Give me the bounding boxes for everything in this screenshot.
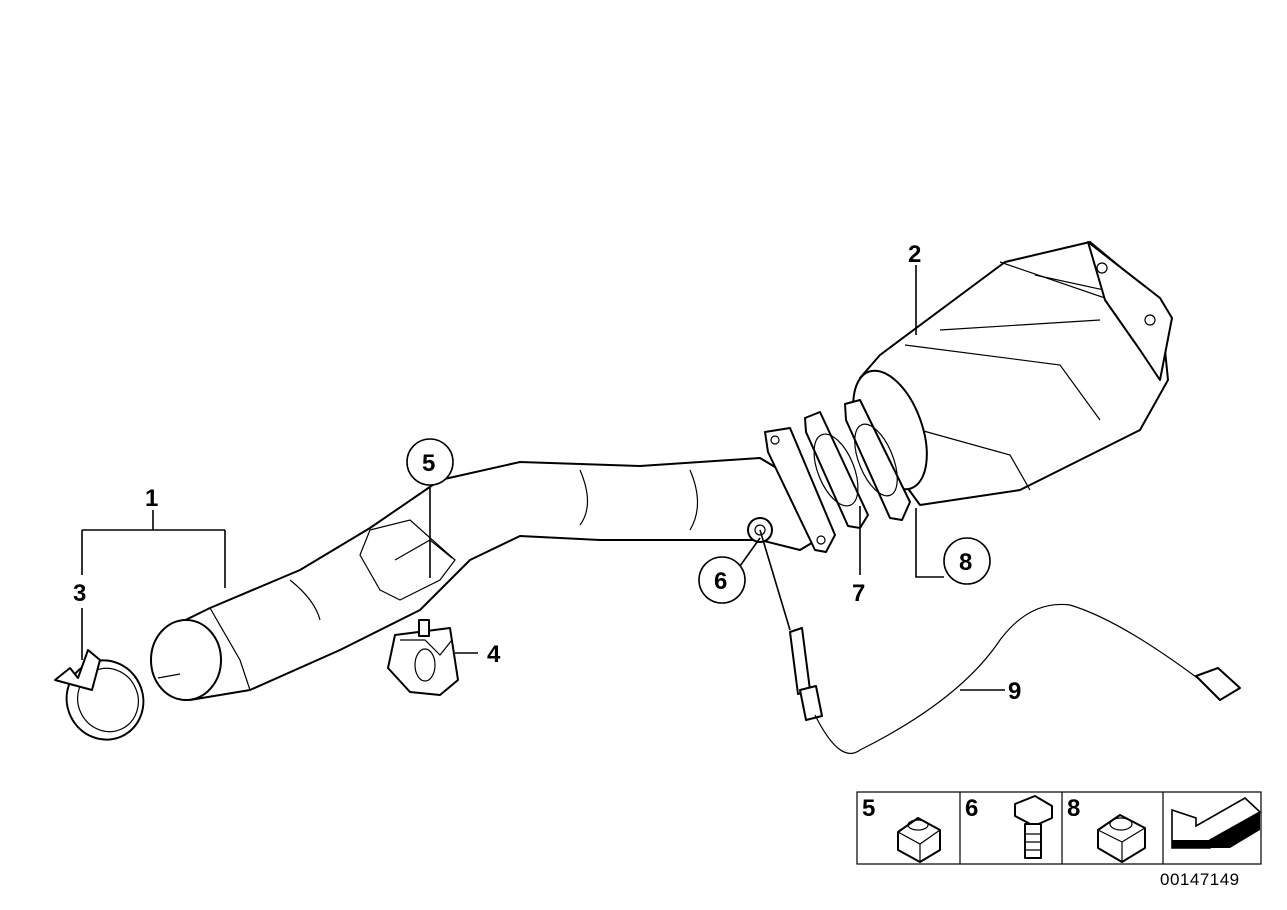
legend-label-8: 8 xyxy=(1067,795,1080,822)
pipe-flange[interactable] xyxy=(764,427,836,553)
callout-7: 7 xyxy=(852,580,865,607)
callout-5-circle xyxy=(406,438,454,486)
callout-8: 8 xyxy=(959,549,972,576)
callout-4: 4 xyxy=(487,641,501,668)
callout-1: 1 xyxy=(145,485,158,512)
callout-2: 2 xyxy=(908,241,921,268)
callout-6-circle xyxy=(698,556,746,604)
callout-8-circle xyxy=(943,537,991,585)
front-exhaust-pipe[interactable] xyxy=(150,457,831,701)
callout-3: 3 xyxy=(73,580,86,607)
hex-nut-icon xyxy=(1097,814,1146,863)
pipe-clamp[interactable] xyxy=(54,648,157,753)
oxygen-sensor[interactable] xyxy=(759,529,1241,755)
converter-flange[interactable] xyxy=(844,399,911,521)
hex-bolt-icon xyxy=(1014,795,1053,859)
legend-label-6: 6 xyxy=(965,795,978,822)
document-id: 00147149 xyxy=(1160,870,1240,889)
hex-nut-icon xyxy=(897,817,941,863)
callout-6: 6 xyxy=(714,568,727,595)
legend-label-5: 5 xyxy=(862,795,875,822)
callout-5: 5 xyxy=(422,450,435,477)
arrow-icon xyxy=(1171,797,1262,849)
callout-lines xyxy=(81,265,1005,691)
callout-9: 9 xyxy=(1008,678,1021,705)
rubber-mount[interactable] xyxy=(387,619,459,696)
